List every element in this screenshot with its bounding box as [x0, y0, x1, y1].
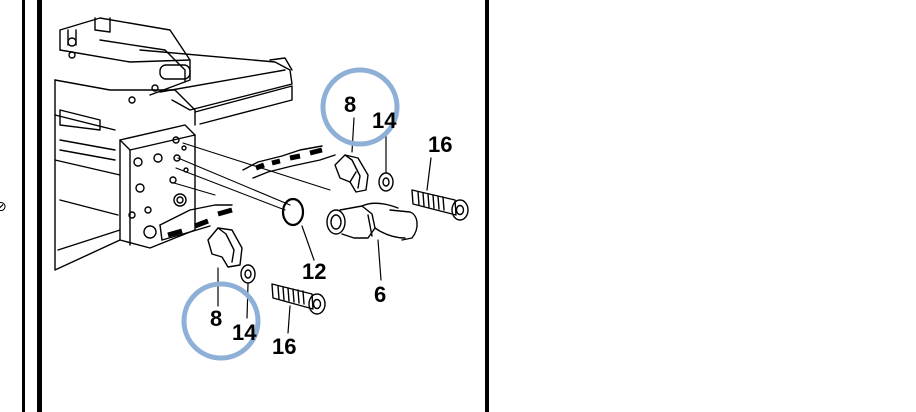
highlight-circles: [181, 67, 400, 361]
callout-bolt-upper: 16: [428, 132, 453, 157]
lower-washer: [240, 264, 256, 284]
upper-bolt: [411, 189, 469, 221]
highlight-circle-upper: [320, 67, 400, 147]
callout-clamp-lower: 8: [210, 306, 223, 331]
upper-dashed-surface: [255, 147, 323, 171]
main-housing: [54, 79, 196, 271]
upper-clamp: [334, 154, 369, 193]
callout-hose: 6: [374, 282, 387, 307]
rail-beam: [139, 49, 293, 125]
callout-washer-upper: 14: [372, 108, 397, 133]
top-block: [59, 17, 191, 104]
leader-lines: [217, 117, 432, 334]
axis-lines: [173, 142, 331, 211]
o-ring: [281, 197, 305, 227]
callout-oring: 12: [302, 259, 327, 284]
callout-clamp-upper: 8: [344, 92, 357, 117]
lower-bolt: [271, 283, 326, 315]
hose-fitting: [326, 202, 418, 241]
panel-right-border: [485, 0, 489, 412]
callout-bolt-lower: 16: [272, 334, 297, 359]
upper-washer: [378, 172, 394, 192]
upper-mounting-pad: [242, 145, 336, 179]
lower-dashed-surface: [167, 207, 233, 238]
highlight-circle-lower: [181, 281, 261, 361]
panel-left-border: [37, 0, 42, 412]
lower-clamp: [207, 227, 243, 268]
callout-washer-lower: 14: [232, 320, 257, 345]
edge-symbol-icon: ⊘: [0, 199, 7, 215]
lower-mounting-pad: [159, 204, 233, 241]
left-margin-line: [22, 0, 25, 412]
